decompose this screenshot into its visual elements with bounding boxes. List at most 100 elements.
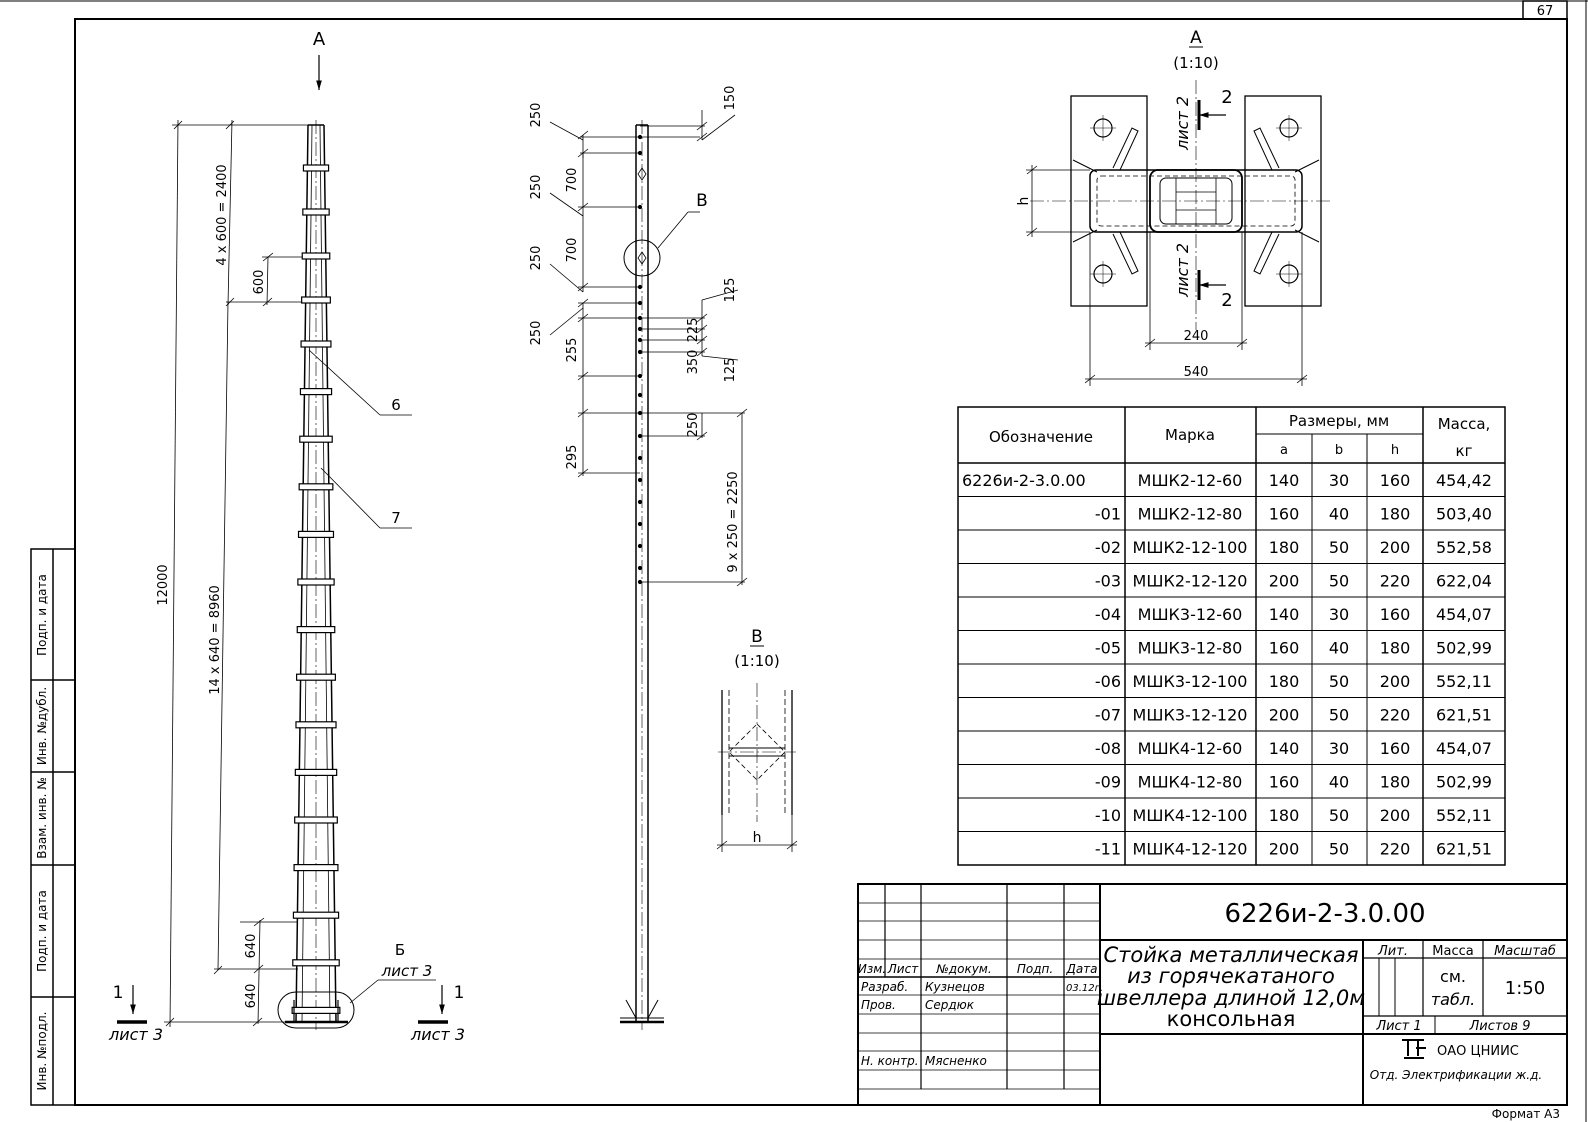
scale-value: 1:50 — [1505, 978, 1545, 999]
batten-plate — [302, 164, 330, 172]
table-cell-h: 220 — [1380, 571, 1411, 590]
hole-dot — [637, 565, 643, 571]
table-cell-mass: 454,07 — [1436, 739, 1492, 758]
section-2-bot-num: 2 — [1221, 290, 1232, 311]
section-1-left-sheet: лист 3 — [108, 1025, 163, 1044]
table-cell-b: 40 — [1329, 772, 1349, 791]
batten-plate — [297, 530, 335, 539]
post-side-view — [620, 120, 664, 1030]
table-cell-mass: 622,04 — [1436, 571, 1492, 590]
title-line-2: из горячекатаного — [1127, 964, 1335, 988]
batten-plate — [292, 911, 340, 919]
scale-label: Масштаб — [1494, 944, 1556, 959]
title-block-grid — [857, 883, 1568, 1106]
name-razrab: Кузнецов — [925, 980, 985, 994]
table-cell-mass: 552,11 — [1436, 672, 1492, 691]
hole-dot — [637, 477, 643, 483]
table-cell-designation: -06 — [1095, 672, 1121, 691]
table-cell-mass: 621,51 — [1436, 705, 1492, 724]
table-cell-mark: МШК3-12-120 — [1133, 705, 1248, 724]
dim-side-250-2: 250 — [529, 175, 544, 200]
hole-dot — [637, 499, 643, 505]
hole-dot — [637, 392, 643, 398]
view-a-plan — [1026, 80, 1330, 386]
table-cell-h: 200 — [1380, 538, 1411, 557]
table-cell-h: 180 — [1380, 504, 1411, 523]
stamp-vzam-inv: Взам. инв. № — [35, 777, 49, 858]
table-cell-designation: -04 — [1095, 605, 1121, 624]
view-v-detail — [716, 683, 798, 852]
name-nkontr: Мясненко — [925, 1054, 987, 1068]
table-cell-designation: -08 — [1095, 739, 1121, 758]
sheets-label: Листов 9 — [1469, 1019, 1531, 1034]
hole-dot — [637, 521, 643, 527]
dim-bottom-640-a: 640 — [244, 934, 259, 959]
table-cell-a: 200 — [1269, 705, 1300, 724]
table-cell-mass: 454,07 — [1436, 605, 1492, 624]
table-cell-b: 30 — [1329, 471, 1349, 490]
mass-label: Масса — [1432, 944, 1473, 959]
table-cell-mark: МШК2-12-100 — [1133, 538, 1248, 557]
table-cell-designation: 6226и-2-3.0.00 — [962, 471, 1086, 490]
table-header-mass-unit: кг — [1456, 442, 1473, 460]
batten-plate — [292, 959, 340, 967]
table-cell-designation: -02 — [1095, 538, 1121, 557]
table-cell-mass: 552,11 — [1436, 806, 1492, 825]
batten-plate — [301, 252, 331, 260]
view-a-h-label: h — [1016, 197, 1032, 206]
table-header-b: b — [1335, 443, 1343, 458]
batten-plate — [296, 625, 336, 634]
table-header-sizes: Размеры, мм — [1289, 412, 1389, 430]
batten-plate — [298, 483, 334, 491]
table-cell-mass: 621,51 — [1436, 839, 1492, 858]
view-a-dim-240: 240 — [1184, 329, 1209, 344]
dim-side-700-1: 700 — [565, 168, 580, 193]
role-nkontr: Н. контр. — [861, 1054, 919, 1068]
table-cell-b: 50 — [1329, 571, 1349, 590]
table-cell-b: 50 — [1329, 839, 1349, 858]
section-2-bot-sheet: лист 2 — [1173, 243, 1192, 298]
callout-6: 6 — [391, 396, 401, 414]
dim-top-spacing: 4 x 600 = 2400 — [215, 164, 230, 265]
callout-7: 7 — [391, 509, 401, 527]
table-cell-mark: МШК3-12-60 — [1138, 605, 1243, 624]
table-cell-mass: 503,40 — [1436, 504, 1492, 523]
view-v-title: В — [751, 627, 763, 647]
table-cell-h: 160 — [1380, 739, 1411, 758]
dim-middle-spacing: 14 x 640 = 8960 — [208, 585, 223, 695]
table-cell-mark: МШК4-12-60 — [1138, 739, 1243, 758]
section-2-top-sheet: лист 2 — [1173, 96, 1192, 151]
org-name: ОАО ЦНИИС — [1437, 1044, 1519, 1059]
dim-side-150: 150 — [723, 86, 738, 111]
batten-plate — [294, 816, 338, 824]
table-cell-h: 160 — [1380, 605, 1411, 624]
table-cell-a: 140 — [1269, 471, 1300, 490]
org-logo — [1402, 1039, 1426, 1059]
left-stamp — [30, 548, 76, 1106]
batten-plate — [299, 388, 333, 396]
spec-table-grid — [957, 406, 1506, 866]
view-a-dim-540: 540 — [1184, 365, 1209, 380]
table-cell-a: 180 — [1269, 538, 1300, 557]
table-cell-designation: -07 — [1095, 705, 1121, 724]
table-header-mass: Масса, — [1438, 415, 1491, 433]
dim-side-9x250: 9 x 250 = 2250 — [726, 471, 741, 572]
col-ndoc: №докум. — [935, 962, 991, 976]
batten-plate — [302, 208, 330, 216]
table-header-a: a — [1280, 443, 1288, 458]
table-cell-mark: МШК2-12-120 — [1133, 571, 1248, 590]
table-cell-h: 160 — [1380, 471, 1411, 490]
side-dimensions — [549, 110, 748, 587]
table-cell-a: 160 — [1269, 504, 1300, 523]
page-number: 67 — [1537, 4, 1554, 19]
batten-plate — [301, 296, 331, 304]
post-front-battens — [291, 164, 341, 1015]
table-cell-a: 200 — [1269, 571, 1300, 590]
doc-code: 6226и-2-3.0.00 — [1224, 899, 1425, 929]
callout-b-letter: Б — [395, 941, 405, 959]
table-cell-mass: 552,58 — [1436, 538, 1492, 557]
dim-side-250-r: 250 — [686, 413, 701, 438]
table-cell-h: 220 — [1380, 839, 1411, 858]
